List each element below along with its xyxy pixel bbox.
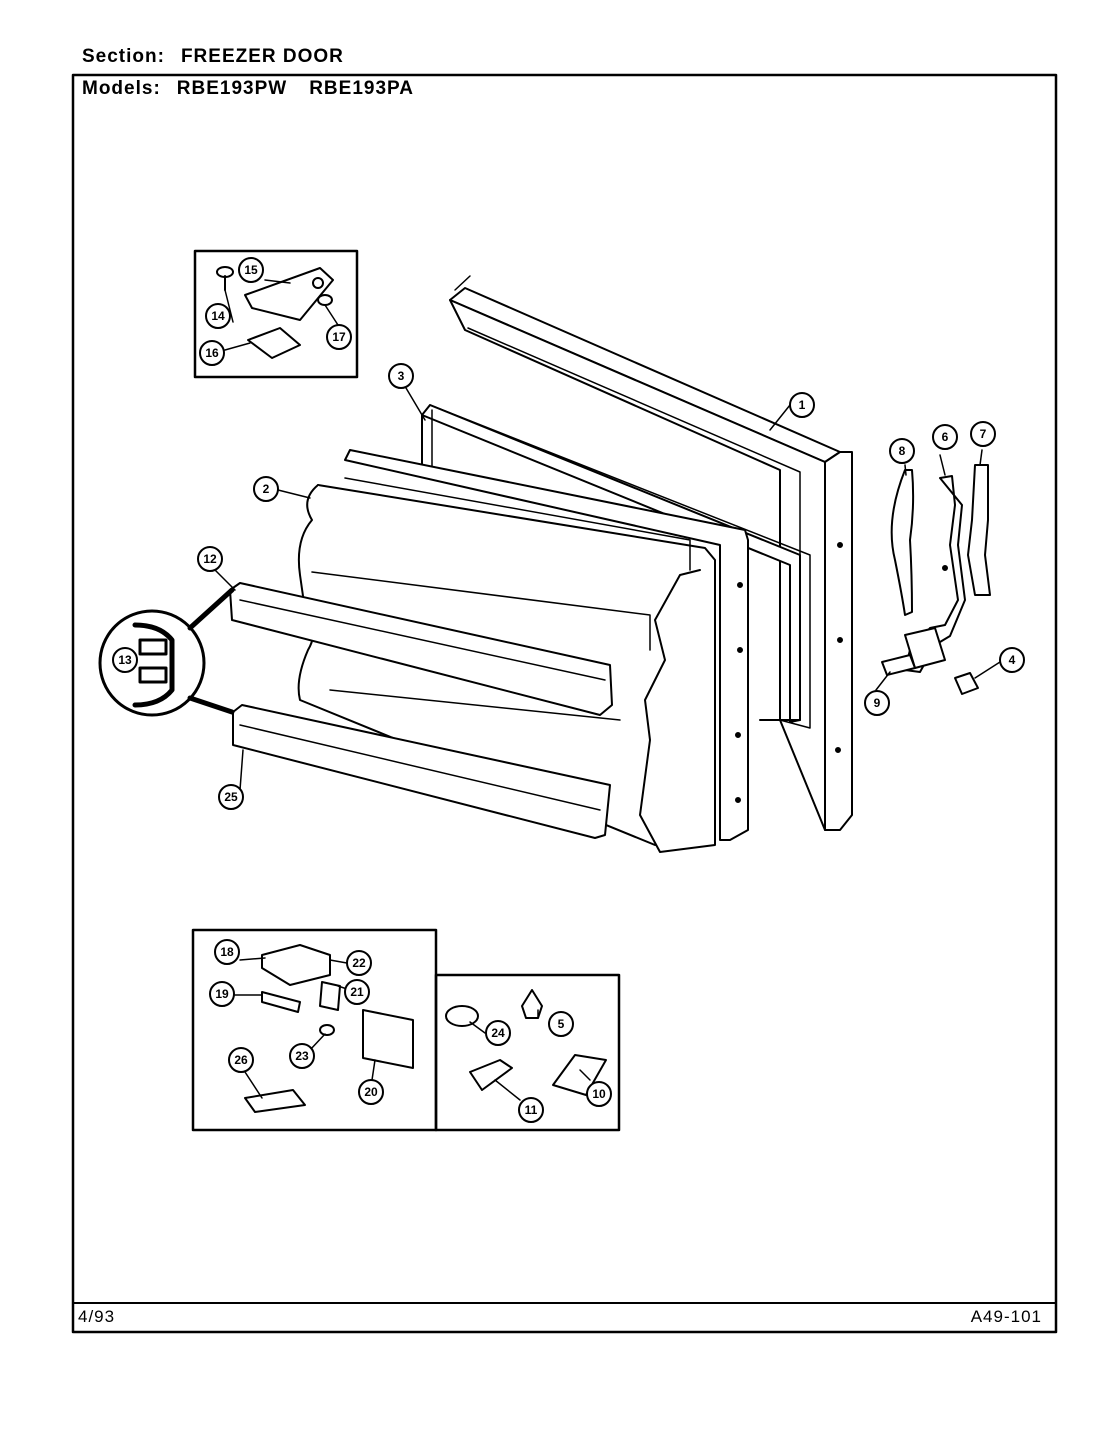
footer-date: 4/93	[78, 1307, 116, 1326]
callout-9: 9	[864, 690, 890, 716]
callout-label: 9	[874, 696, 881, 710]
callout-label: 20	[364, 1085, 378, 1099]
callout-label: 19	[215, 987, 229, 1001]
section-label: Section:	[82, 46, 165, 67]
section-value: FREEZER DOOR	[180, 46, 344, 67]
section-header: Section: FREEZER DOOR	[82, 46, 344, 68]
callout-label: 21	[350, 985, 364, 999]
callout-label: 17	[332, 330, 346, 344]
callout-25: 25	[218, 784, 244, 810]
models-header: Models: RBE193PW RBE193PA	[82, 78, 436, 100]
callout-20: 20	[358, 1079, 384, 1105]
callout-16: 16	[199, 340, 225, 366]
callout-label: 6	[942, 430, 949, 444]
footer-diagram-code: A49-101	[970, 1307, 1042, 1326]
callout-label: 15	[244, 263, 258, 277]
callout-26: 26	[228, 1047, 254, 1073]
model-number: RBE193PA	[309, 78, 415, 99]
leader-lines	[214, 279, 1001, 1101]
callout-label: 11	[525, 1103, 538, 1117]
callout-label: 13	[118, 653, 132, 667]
models-label: Models:	[82, 78, 161, 99]
callout-label: 23	[295, 1049, 309, 1063]
callout-label: 14	[211, 309, 225, 323]
callout-17: 17	[326, 324, 352, 350]
callout-7: 7	[970, 421, 996, 447]
callout-12: 12	[197, 546, 223, 572]
callout-3: 3	[388, 363, 414, 389]
callout-10: 10	[586, 1081, 612, 1107]
callout-label: 25	[224, 790, 238, 804]
callout-4: 4	[999, 647, 1025, 673]
trim-strip-part	[967, 464, 991, 596]
model-number: RBE193PW	[176, 78, 288, 99]
callout-label: 12	[203, 552, 217, 566]
callout-label: 16	[205, 346, 219, 360]
hinge-bracket-part	[904, 475, 966, 673]
callout-21: 21	[344, 979, 370, 1005]
plug-part	[954, 672, 979, 695]
callout-label: 4	[1009, 653, 1016, 667]
callout-6: 6	[932, 424, 958, 450]
callout-18: 18	[214, 939, 240, 965]
callout-label: 18	[220, 945, 234, 959]
callout-label: 2	[263, 482, 270, 496]
callout-19: 19	[209, 981, 235, 1007]
callout-label: 22	[352, 956, 366, 970]
callout-label: 24	[491, 1026, 505, 1040]
inset-hinge-top	[193, 249, 359, 379]
callout-label: 7	[980, 427, 987, 441]
small-parts-art	[445, 989, 607, 1096]
diagram-frame	[71, 73, 1058, 1334]
door-shelf-bar	[229, 582, 613, 716]
callout-label: 5	[558, 1017, 565, 1031]
callout-1: 1	[789, 392, 815, 418]
callout-2: 2	[253, 476, 279, 502]
callout-label: 3	[398, 369, 405, 383]
callout-8: 8	[889, 438, 915, 464]
top-hinge-art	[216, 266, 334, 359]
bottom-hinge-art	[244, 944, 414, 1113]
callout-11: 11	[518, 1097, 544, 1123]
callout-label: 8	[899, 444, 906, 458]
callout-23: 23	[289, 1043, 315, 1069]
callout-5: 5	[548, 1011, 574, 1037]
callout-14: 14	[205, 303, 231, 329]
callout-label: 26	[234, 1053, 248, 1067]
callout-13: 13	[112, 647, 138, 673]
callout-label: 10	[592, 1087, 606, 1101]
door-gasket	[421, 404, 811, 729]
hinge-strap-part	[890, 469, 915, 616]
detail-magnifier	[98, 587, 235, 717]
inset-small-parts	[434, 973, 621, 1132]
door-bottom-bar	[232, 704, 611, 839]
shim-plate-part	[881, 654, 916, 676]
callout-15: 15	[238, 257, 264, 283]
callout-24: 24	[485, 1020, 511, 1046]
callout-22: 22	[346, 950, 372, 976]
callout-label: 1	[799, 398, 806, 412]
